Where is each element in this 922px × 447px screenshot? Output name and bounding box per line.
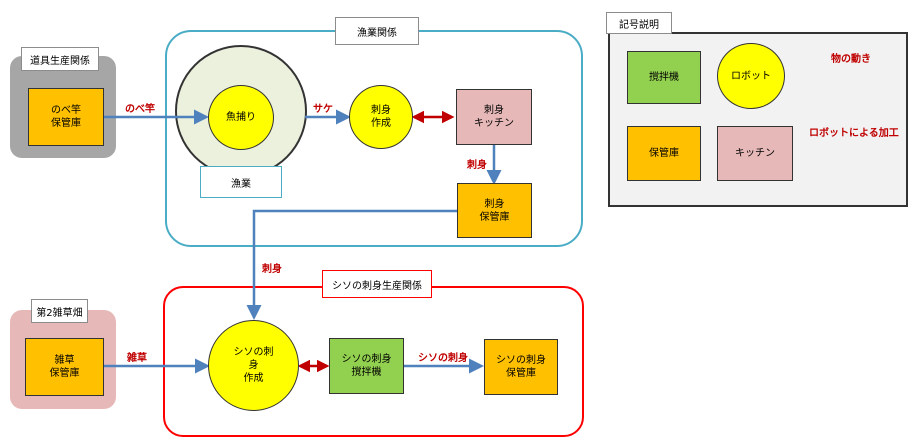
- tools-region-label: 道具生産関係: [21, 47, 99, 71]
- weed-field-label-text: 第2雑草畑: [36, 307, 83, 319]
- fishery-group-label-text: 漁業関係: [357, 27, 397, 39]
- legend-title: 記号説明: [606, 12, 672, 34]
- flow-label-weed: 雑草: [127, 353, 147, 364]
- shiso-group-label-text: シソの刺身生産関係: [332, 280, 422, 292]
- shiso-group-label: シソの刺身生産関係: [322, 270, 432, 298]
- fishery-label-text: 漁業: [231, 178, 251, 190]
- flow-label-rod: のべ竿: [125, 104, 155, 115]
- legend-storage-node: 保管庫: [627, 126, 701, 181]
- legend-robot-node: ロボット: [717, 43, 785, 109]
- flow-label-shiso-sashimi: シソの刺身: [418, 353, 468, 364]
- fishing-robot-node: 魚捕り: [208, 85, 274, 150]
- legend-robot-process-label: ロボットによる加工: [809, 128, 899, 139]
- legend-title-text: 記号説明: [619, 19, 659, 31]
- fishery-group-label: 漁業関係: [335, 17, 419, 45]
- rod-storage-node: のべ竿 保管庫: [28, 88, 104, 146]
- weed-field-label: 第2雑草畑: [31, 299, 88, 323]
- arrow-sashimi-to-shiso: [246, 209, 457, 320]
- legend-flow-label: 物の動き: [831, 54, 871, 65]
- fishery-label: 漁業: [200, 166, 282, 198]
- shiso-make-robot-node: シソの刺 身 作成: [208, 320, 299, 411]
- shiso-storage-node: シソの刺身 保管庫: [484, 339, 558, 395]
- flow-label-salmon: サケ: [313, 104, 333, 115]
- legend-kitchen-node: キッチン: [717, 126, 793, 181]
- flow-label-sashimi-down: 刺身: [467, 160, 487, 171]
- shiso-mixer-node: シソの刺身 撹拌機: [329, 338, 404, 394]
- sashimi-make-robot-node: 刺身 作成: [349, 85, 413, 149]
- flow-label-sashimi-left: 刺身: [262, 264, 282, 275]
- weed-storage-node: 雑草 保管庫: [25, 338, 104, 396]
- sashimi-storage-node: 刺身 保管庫: [457, 183, 532, 238]
- tools-region-label-text: 道具生産関係: [30, 55, 90, 67]
- sashimi-kitchen-node: 刺身 キッチン: [456, 89, 532, 145]
- legend-mixer-node: 撹拌機: [627, 51, 701, 104]
